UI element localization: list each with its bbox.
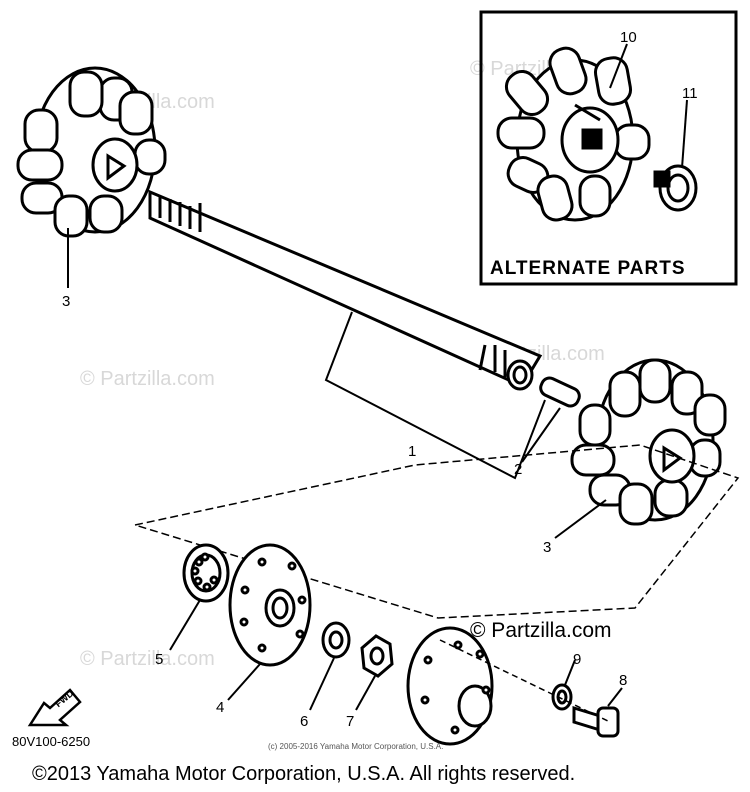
small-washer bbox=[551, 683, 573, 711]
fwd-arrow-icon: FWD bbox=[27, 688, 82, 727]
diagram-code: 80V100-6250 bbox=[12, 734, 90, 749]
watermark-5: © Partzilla.com bbox=[80, 648, 215, 670]
alternate-sprocket bbox=[496, 46, 651, 222]
left-sprocket bbox=[16, 66, 167, 238]
callout-5: 5 bbox=[155, 651, 163, 668]
shaft-leader bbox=[324, 311, 546, 480]
callout-9: 9 bbox=[573, 651, 581, 668]
hub bbox=[406, 626, 494, 746]
nut bbox=[360, 634, 394, 678]
alternate-parts-box: 10 11 ALTERNATE PARTS bbox=[479, 10, 738, 286]
callout-3-right: 3 bbox=[543, 539, 551, 556]
bolt bbox=[572, 705, 620, 738]
small-copyright-notice: (c) 2005-2016 Yamaha Motor Corporation, … bbox=[268, 742, 443, 751]
callout-3-left: 3 bbox=[62, 293, 70, 310]
callout-8: 8 bbox=[619, 672, 627, 689]
assembly-outline bbox=[134, 444, 740, 619]
right-sprocket bbox=[570, 358, 727, 526]
partzilla-watermark: © Partzilla.com bbox=[470, 619, 612, 642]
washer bbox=[321, 621, 351, 659]
callout-7: 7 bbox=[346, 713, 354, 730]
alternate-parts-label: ALTERNATE PARTS bbox=[490, 258, 686, 279]
alternate-clamp bbox=[653, 164, 698, 212]
watermark-3: © Partzilla.com bbox=[80, 368, 215, 390]
callout-6: 6 bbox=[300, 713, 308, 730]
callout-10: 10 bbox=[620, 29, 637, 46]
callout-1: 1 bbox=[408, 443, 416, 460]
callout-11: 11 bbox=[682, 85, 698, 102]
pin bbox=[539, 376, 581, 408]
callout-4: 4 bbox=[216, 699, 224, 716]
copyright-footer: ©2013 Yamaha Motor Corporation, U.S.A. A… bbox=[32, 763, 575, 785]
bearing bbox=[182, 543, 230, 603]
callout-2: 2 bbox=[514, 461, 522, 478]
shaft bbox=[148, 189, 543, 391]
flange-plate bbox=[228, 543, 312, 667]
